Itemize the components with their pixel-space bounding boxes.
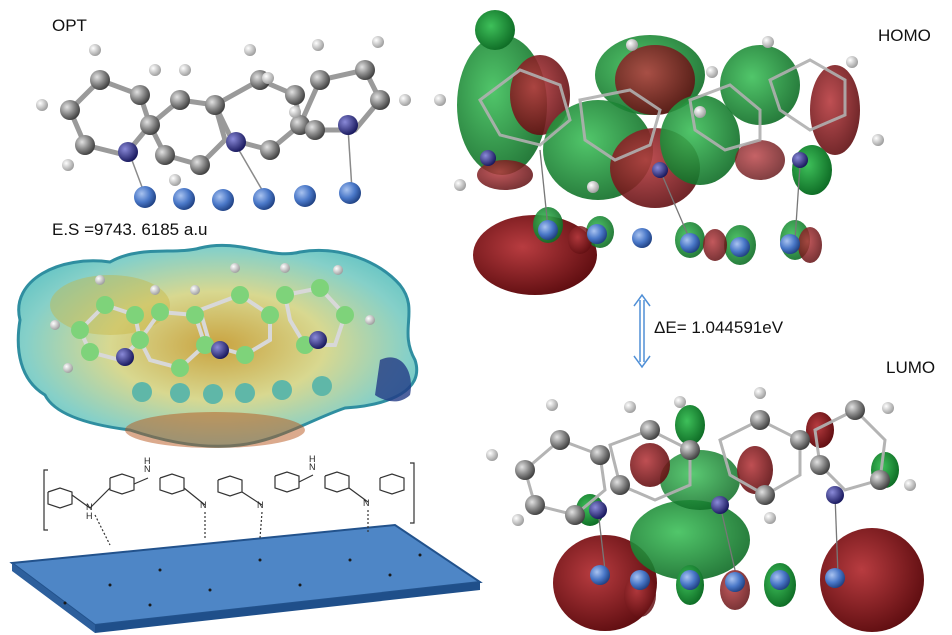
opt-molecule (36, 36, 411, 211)
opt-label: OPT (52, 16, 87, 35)
n-label: N (363, 498, 370, 508)
n-label: N (200, 500, 207, 510)
lumo-label: LUMO (886, 358, 936, 377)
energy-gap-arrow (633, 293, 651, 369)
n-label: N (257, 500, 264, 510)
n-label: N (309, 462, 316, 472)
delta-e-label: ΔE= 1.044591eV (654, 318, 784, 337)
es-label: E.S =9743. 6185 a.u (52, 220, 208, 239)
homo-label: HOMO (878, 26, 931, 45)
esp-surface (16, 243, 419, 448)
h-label: H (144, 456, 151, 466)
homo-orbital (434, 10, 884, 295)
n-label: N (86, 502, 93, 512)
h-label: H (309, 454, 316, 464)
h-label: H (86, 511, 93, 521)
lumo-orbital (486, 387, 924, 632)
n-label: N (144, 464, 151, 474)
polyaniline-on-slab: N H N H N N N H N (9, 454, 483, 633)
